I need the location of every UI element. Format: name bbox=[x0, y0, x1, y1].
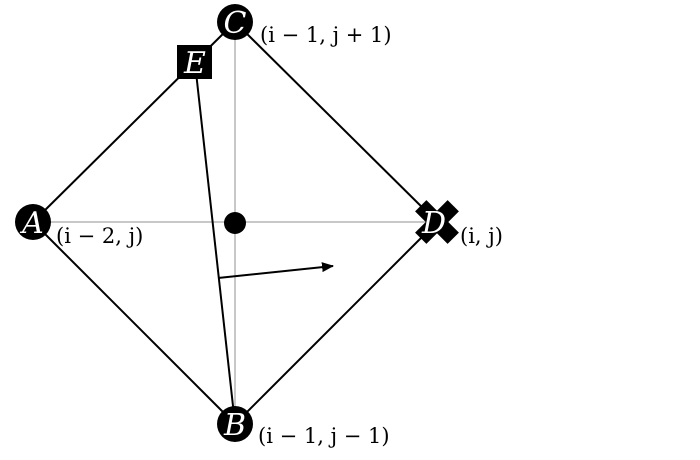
node-c: C bbox=[217, 4, 253, 41]
node-b-label: B bbox=[223, 408, 246, 443]
node-d-label: D bbox=[421, 206, 446, 241]
edge-c-d bbox=[234, 21, 438, 223]
edge-b-a bbox=[32, 221, 236, 425]
direction-arrow bbox=[217, 262, 334, 279]
coord-label-c: (i − 1, j + 1) bbox=[260, 23, 392, 47]
node-d-cross bbox=[415, 200, 459, 244]
coord-label-b: (i − 1, j − 1) bbox=[258, 424, 390, 448]
edge-d-b bbox=[234, 221, 438, 425]
coord-label-d: (i, j) bbox=[460, 224, 503, 248]
node-a-circle bbox=[15, 204, 51, 240]
node-c-label: C bbox=[224, 6, 247, 41]
node-b-circle bbox=[217, 406, 253, 442]
node-a-label: A bbox=[19, 206, 44, 241]
node-e: E bbox=[177, 45, 212, 81]
coord-label-a: (i − 2, j) bbox=[56, 224, 143, 248]
node-d: D bbox=[415, 200, 459, 244]
node-e-square bbox=[177, 45, 212, 79]
node-a: A bbox=[15, 204, 51, 241]
edge-e-b bbox=[194, 62, 236, 425]
node-c-circle bbox=[217, 4, 253, 40]
center-point bbox=[224, 212, 246, 234]
node-b: B bbox=[217, 406, 253, 443]
node-e-label: E bbox=[183, 46, 206, 81]
